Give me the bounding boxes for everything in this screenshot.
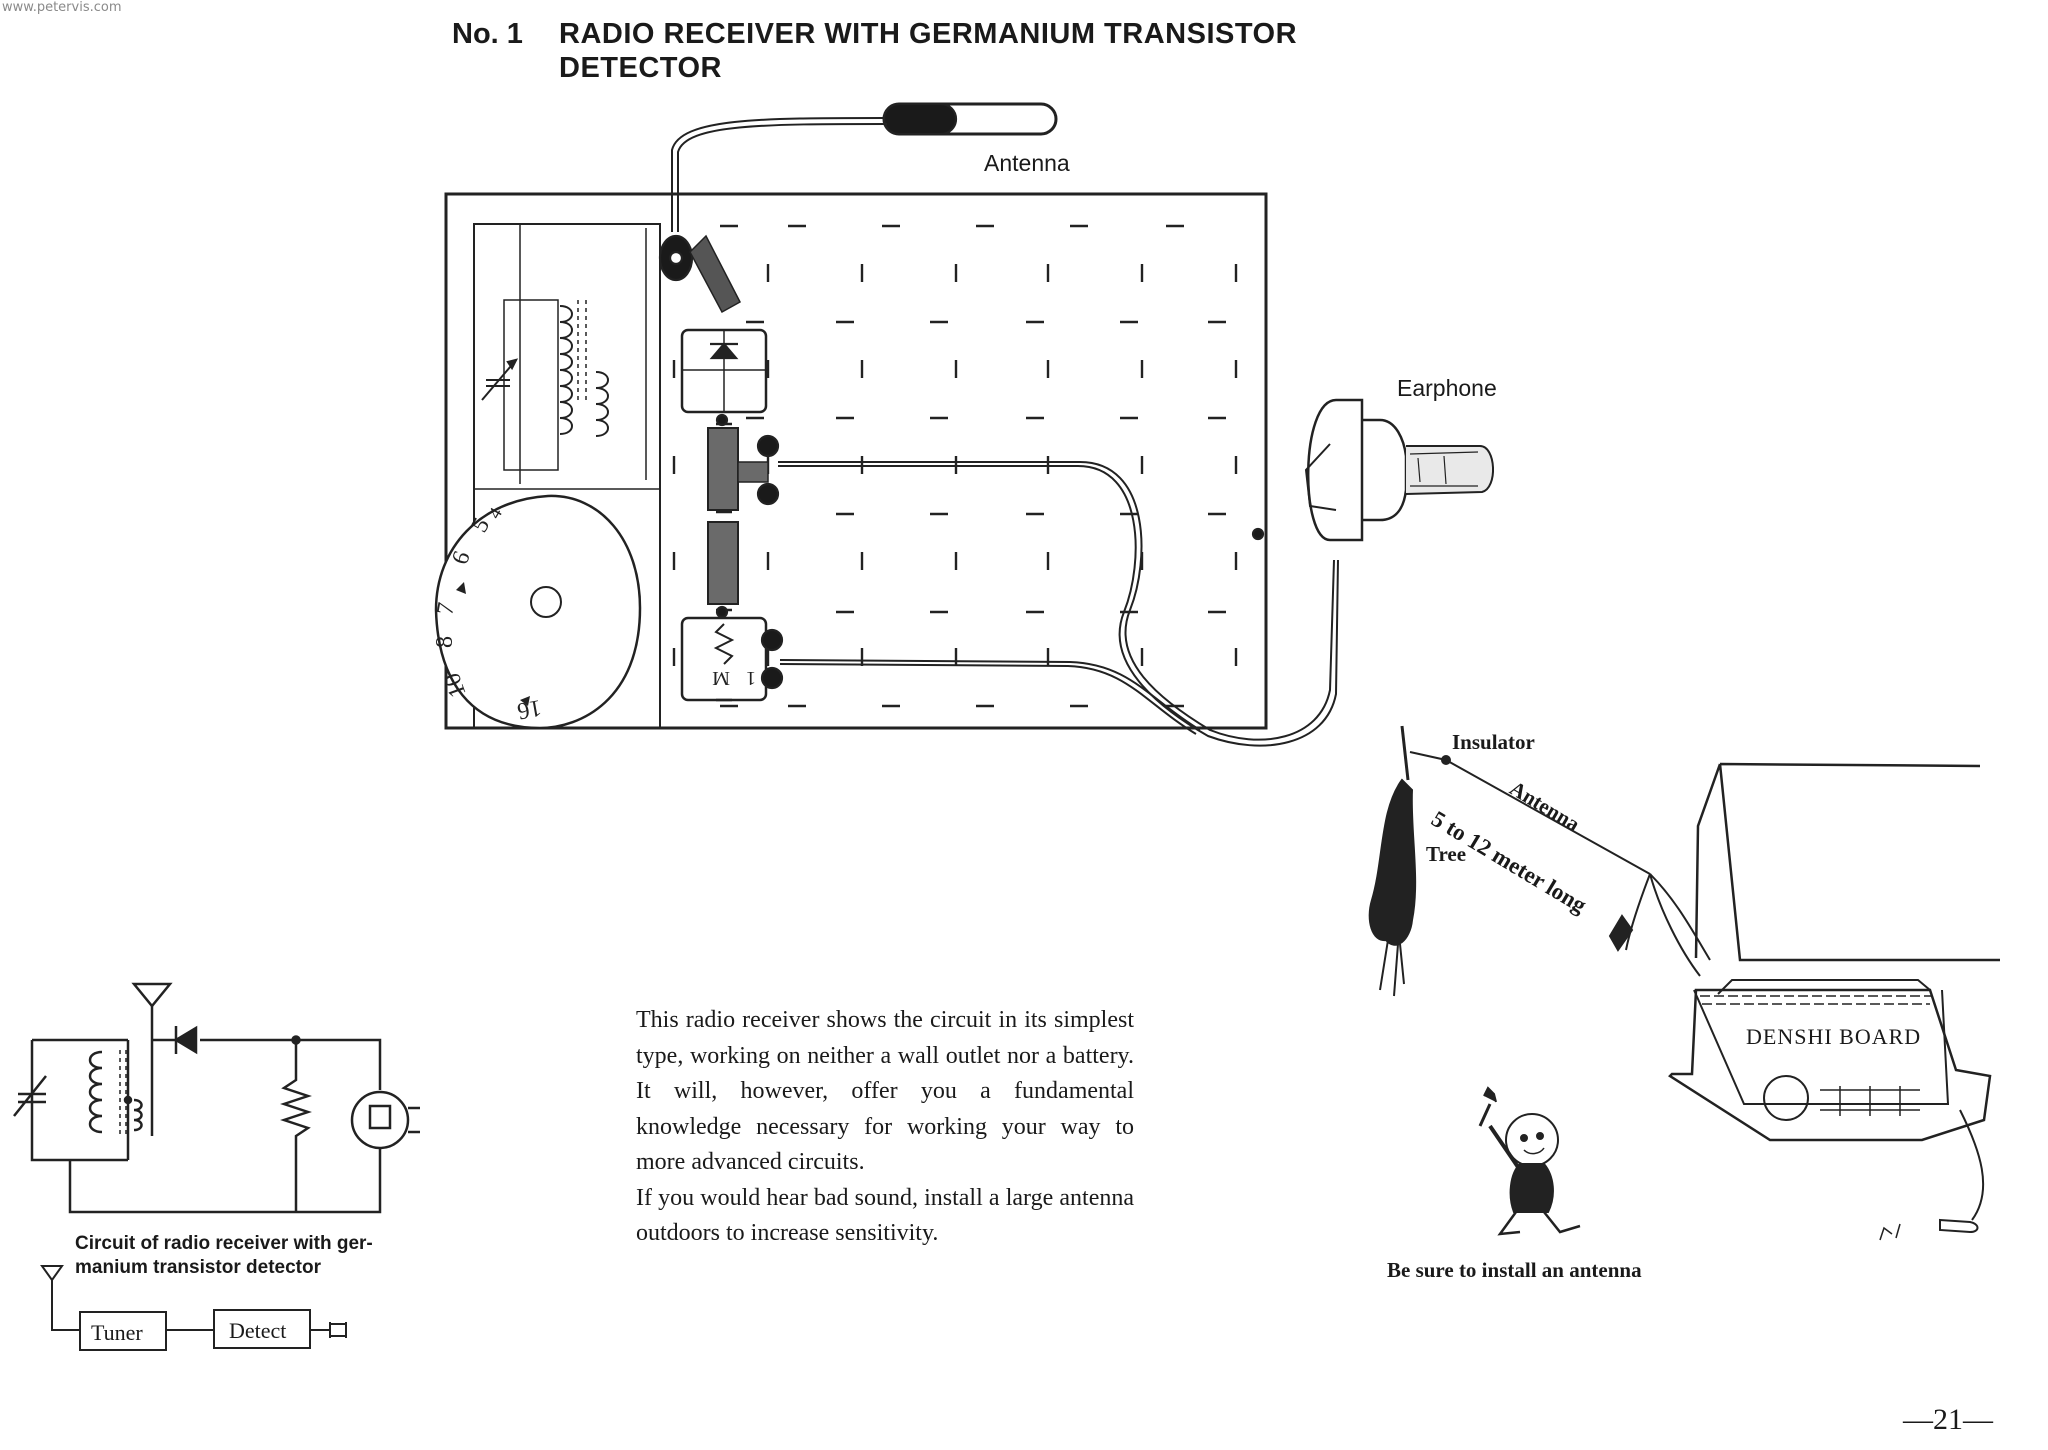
resistor-symbol-icon xyxy=(280,1040,312,1212)
description-paragraph-2: If you would hear bad sound, install a l… xyxy=(636,1184,1134,1247)
tree-label: Tree xyxy=(1426,842,1467,866)
description-text: This radio receiver shows the circuit in… xyxy=(636,1003,1134,1252)
resistor-module-icon: M 1 xyxy=(680,616,784,702)
earphone-icon xyxy=(1251,398,1495,542)
earphone-label: Earphone xyxy=(1397,375,1497,401)
block-diagram xyxy=(40,1265,347,1351)
antenna-symbol-icon xyxy=(131,982,173,1136)
page-title: RADIO RECEIVER WITH GERMANIUM TRANSISTOR xyxy=(559,18,1298,50)
tree-icon xyxy=(1368,725,1417,997)
antenna-clip-icon xyxy=(658,234,741,314)
block-detect-label: Detect xyxy=(229,1318,287,1343)
inductor-icon xyxy=(88,1050,143,1136)
svg-text:8: 8 xyxy=(432,636,458,648)
insulator-label: Insulator xyxy=(1452,730,1535,754)
svg-text:1: 1 xyxy=(746,667,756,689)
diode-module-icon xyxy=(680,328,768,414)
transistor-module-icon xyxy=(707,413,780,619)
svg-text:M: M xyxy=(712,667,730,689)
variable-capacitor-icon xyxy=(13,1075,47,1117)
page-number: —21— xyxy=(1903,1403,1993,1436)
antenna-label: Antenna xyxy=(984,150,1070,176)
block-tuner-label: Tuner xyxy=(91,1320,143,1345)
denshi-board-icon xyxy=(1668,979,1992,1241)
board-outline xyxy=(444,192,1268,730)
cartoon-kid-icon xyxy=(1478,1086,1581,1236)
project-number: No. 1 xyxy=(452,18,523,50)
description-paragraph-1: This radio receiver shows the circuit in… xyxy=(636,1007,1134,1175)
page-title-continued: DETECTOR xyxy=(559,52,722,84)
schematic-caption: Circuit of radio receiver with ger-maniu… xyxy=(75,1233,373,1278)
illustration-caption: Be sure to install an antenna xyxy=(1387,1258,1642,1282)
board-label: DENSHI BOARD xyxy=(1746,1024,1922,1049)
diode-symbol-icon xyxy=(152,1025,296,1055)
svg-text:16: 16 xyxy=(515,694,543,724)
tuning-dial-icon: 5 4 6 7 8 10 16 xyxy=(432,494,642,730)
svg-text:7: 7 xyxy=(432,601,460,617)
antenna-probe-icon xyxy=(671,102,1058,232)
earphone-symbol-icon xyxy=(350,1090,420,1150)
watermark: www.petervis.com xyxy=(2,0,122,15)
tuning-coil-icon xyxy=(481,224,647,484)
